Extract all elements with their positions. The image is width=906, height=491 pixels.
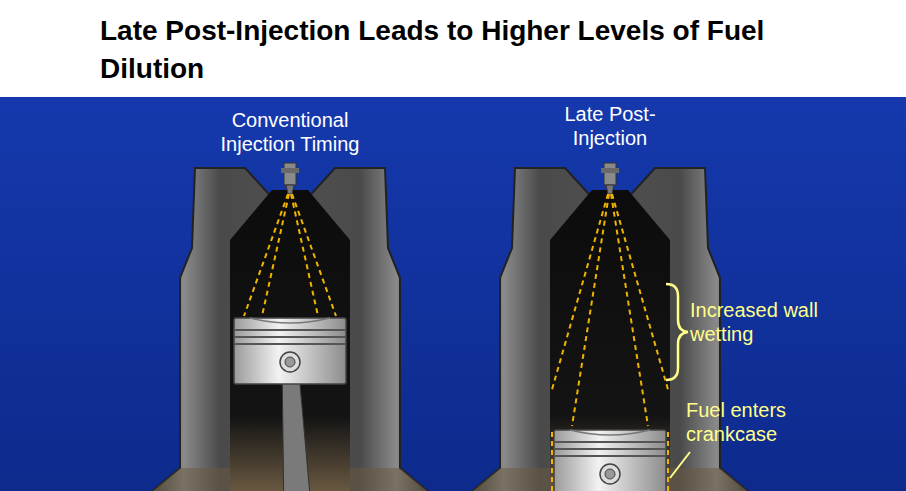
callout-note: Increased wall wetting [690,298,840,346]
conventional-engine [150,163,430,491]
blue-panel [0,97,906,491]
callout-note: Fuel enters crankcase [686,398,826,446]
wetting-bracket [666,284,688,380]
slide-title: Late Post-Injection Leads to Higher Leve… [100,12,860,88]
engine-label: Late Post-Injection [540,102,680,150]
leader-line [670,452,690,478]
engine-label: Conventional Injection Timing [205,108,375,156]
